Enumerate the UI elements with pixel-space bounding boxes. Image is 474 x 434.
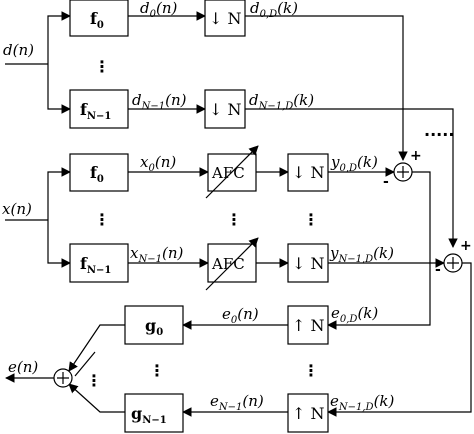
signal-eN1n-label: eN−1(n) xyxy=(210,392,264,413)
wire-g0-to-sum xyxy=(68,324,125,372)
wire-gN1-to-sum xyxy=(68,383,125,413)
summer-N1 xyxy=(443,253,463,273)
signal-e0n-label: e0(n) xyxy=(222,305,259,326)
x-branch-bottom xyxy=(47,220,71,268)
d-branch-bottom xyxy=(47,64,71,114)
vertical-ellipsis-sum: ⋮ xyxy=(86,371,102,390)
filter-gN1: gN−1 xyxy=(124,393,184,433)
svg-text:↓ N: ↓ N xyxy=(292,163,325,182)
svg-text:f0: f0 xyxy=(90,163,104,185)
svg-text:f0: f0 xyxy=(90,9,104,31)
afc-block-0: AFC xyxy=(205,145,259,199)
svg-text:AFC: AFC xyxy=(211,255,245,273)
d-input-label: d(n) xyxy=(3,41,34,59)
vertical-ellipsis-up: ⋮ xyxy=(303,361,319,380)
downsampler-mid-N1: ↓ N xyxy=(287,243,329,283)
summer-0-minus-sign: - xyxy=(383,174,389,190)
signal-y0D-label: y0,D(k) xyxy=(330,153,378,174)
x-input-label: x(n) xyxy=(2,200,32,218)
wire-dN1D xyxy=(245,108,458,248)
upsampler-N1: ↑ N xyxy=(287,393,329,433)
summer-0-plus-sign: + xyxy=(410,148,422,164)
filter-g0: g0 xyxy=(124,305,184,345)
signal-yN1D-label: yN−1,D(k) xyxy=(329,244,394,265)
svg-text:fN−1: fN−1 xyxy=(80,254,111,276)
horizontal-ellipsis: ..... xyxy=(424,121,454,140)
svg-text:↓ N: ↓ N xyxy=(292,254,325,273)
signal-dN1D-label: dN−1,D(k) xyxy=(249,91,314,112)
signal-d0n-label: d0(n) xyxy=(140,0,177,20)
upsampler-0: ↑ N xyxy=(287,305,329,345)
svg-text:↑ N: ↑ N xyxy=(292,316,325,335)
filter-fN1-mid: fN−1 xyxy=(69,243,129,283)
svg-text:↑ N: ↑ N xyxy=(292,404,325,423)
summer-0 xyxy=(393,162,413,182)
vertical-ellipsis-f-top: ⋮ xyxy=(94,57,110,76)
summer-out-indicator xyxy=(74,351,96,377)
downsampler-top-0: ↓ N xyxy=(204,0,246,37)
vertical-ellipsis-afc: ⋮ xyxy=(226,210,242,229)
summer-N1-plus-sign: + xyxy=(460,238,472,254)
e-output-label: e(n) xyxy=(8,358,38,376)
downsampler-mid-0: ↓ N xyxy=(287,153,329,192)
wire-e0D xyxy=(327,171,431,330)
svg-text:AFC: AFC xyxy=(211,164,245,182)
filter-f0-top: f0 xyxy=(69,0,129,37)
vertical-ellipsis-g: ⋮ xyxy=(149,361,165,380)
filter-fN1-top: fN−1 xyxy=(69,89,129,129)
summer-N1-minus-sign: - xyxy=(435,262,441,278)
svg-text:gN−1: gN−1 xyxy=(131,404,167,426)
x-branch-top xyxy=(47,167,71,220)
signal-eN1D-label: eN−1,D(k) xyxy=(330,392,395,413)
signal-x0n-label: x0(n) xyxy=(140,153,176,174)
downsampler-top-N1: ↓ N xyxy=(204,89,246,129)
vertical-ellipsis-f-mid: ⋮ xyxy=(94,210,110,229)
svg-text:fN−1: fN−1 xyxy=(80,100,111,122)
wire-eN1D xyxy=(327,262,472,417)
afc-block-N1: AFC xyxy=(205,237,259,291)
signal-d0D-label: d0,D(k) xyxy=(250,0,298,20)
filter-f0-mid: f0 xyxy=(69,153,129,192)
svg-text:↓ N: ↓ N xyxy=(209,100,242,119)
summer-output xyxy=(53,368,73,388)
svg-text:g0: g0 xyxy=(145,316,163,338)
d-branch-top xyxy=(47,11,71,64)
vertical-ellipsis-down-mid: ⋮ xyxy=(303,210,319,229)
signal-e0D-label: e0,D(k) xyxy=(331,304,378,325)
wire-d0D xyxy=(245,15,408,161)
svg-text:↓ N: ↓ N xyxy=(209,9,242,28)
signal-dN1n-label: dN−1(n) xyxy=(132,91,187,112)
signal-xN1n-label: xN−1(n) xyxy=(130,244,183,265)
